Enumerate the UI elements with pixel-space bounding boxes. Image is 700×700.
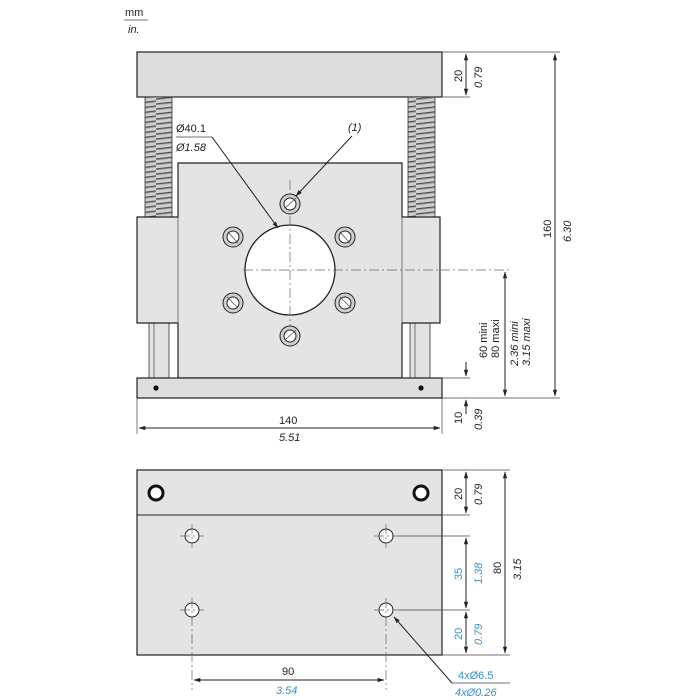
top-plate-in: 0.79 — [473, 67, 485, 88]
top-view: 20 0.79 35 1.38 20 0.79 80 3.15 90 3.54 … — [136, 469, 524, 699]
offset-in: 0.79 — [473, 624, 485, 645]
threaded-rod-right — [407, 96, 436, 218]
offset-mm: 20 — [453, 628, 465, 640]
base-hole-left — [153, 385, 159, 391]
guide-post-right — [409, 322, 431, 379]
base-in: 0.39 — [473, 409, 485, 430]
bore-diameter-mm: Ø40.1 — [176, 123, 206, 135]
top-hole-left — [147, 484, 165, 502]
pitch-y-in: 1.38 — [473, 562, 485, 584]
depth-in: 3.15 — [512, 558, 524, 580]
height-in: 6.30 — [562, 220, 574, 242]
bolt-holes — [222, 193, 356, 347]
bore-diameter-in: Ø1.58 — [175, 142, 207, 154]
centre-max-in: 3.15 maxi — [521, 318, 533, 366]
top-view-plate — [136, 469, 443, 656]
top-plate-mm: 20 — [453, 70, 465, 82]
base-mm: 10 — [453, 412, 465, 424]
callout-1: (1) — [348, 122, 362, 134]
width-mm: 140 — [279, 415, 297, 427]
threaded-rod-left — [144, 96, 173, 218]
centre-min-in: 2.36 mini — [509, 321, 521, 367]
centre-max-mm: 80 maxi — [490, 319, 502, 358]
unit-in: in. — [128, 24, 140, 36]
pitch-x-in: 3.54 — [276, 685, 297, 697]
top-hole-right — [412, 484, 430, 502]
edge-mm: 20 — [453, 488, 465, 500]
centre-min-mm: 60 mini — [478, 323, 490, 358]
base-hole-right — [418, 385, 424, 391]
width-in: 5.51 — [279, 432, 300, 444]
mounting-holes — [180, 524, 398, 690]
units-legend: mm in. — [124, 7, 148, 36]
holes-in: 4xØ0.26 — [455, 687, 497, 699]
edge-in: 0.79 — [473, 484, 485, 505]
pitch-x-mm: 90 — [282, 666, 294, 678]
top-plate — [136, 51, 443, 98]
depth-mm: 80 — [492, 562, 504, 574]
guide-post-left — [148, 322, 170, 379]
unit-mm: mm — [125, 7, 143, 19]
front-view: Ø40.1 Ø1.58 (1) 20 0.79 160 6.30 60 mini… — [136, 51, 574, 444]
height-mm: 160 — [542, 220, 554, 238]
pitch-y-mm: 35 — [453, 568, 465, 580]
base-plate — [136, 377, 443, 399]
holes-mm: 4xØ6.5 — [458, 670, 493, 682]
